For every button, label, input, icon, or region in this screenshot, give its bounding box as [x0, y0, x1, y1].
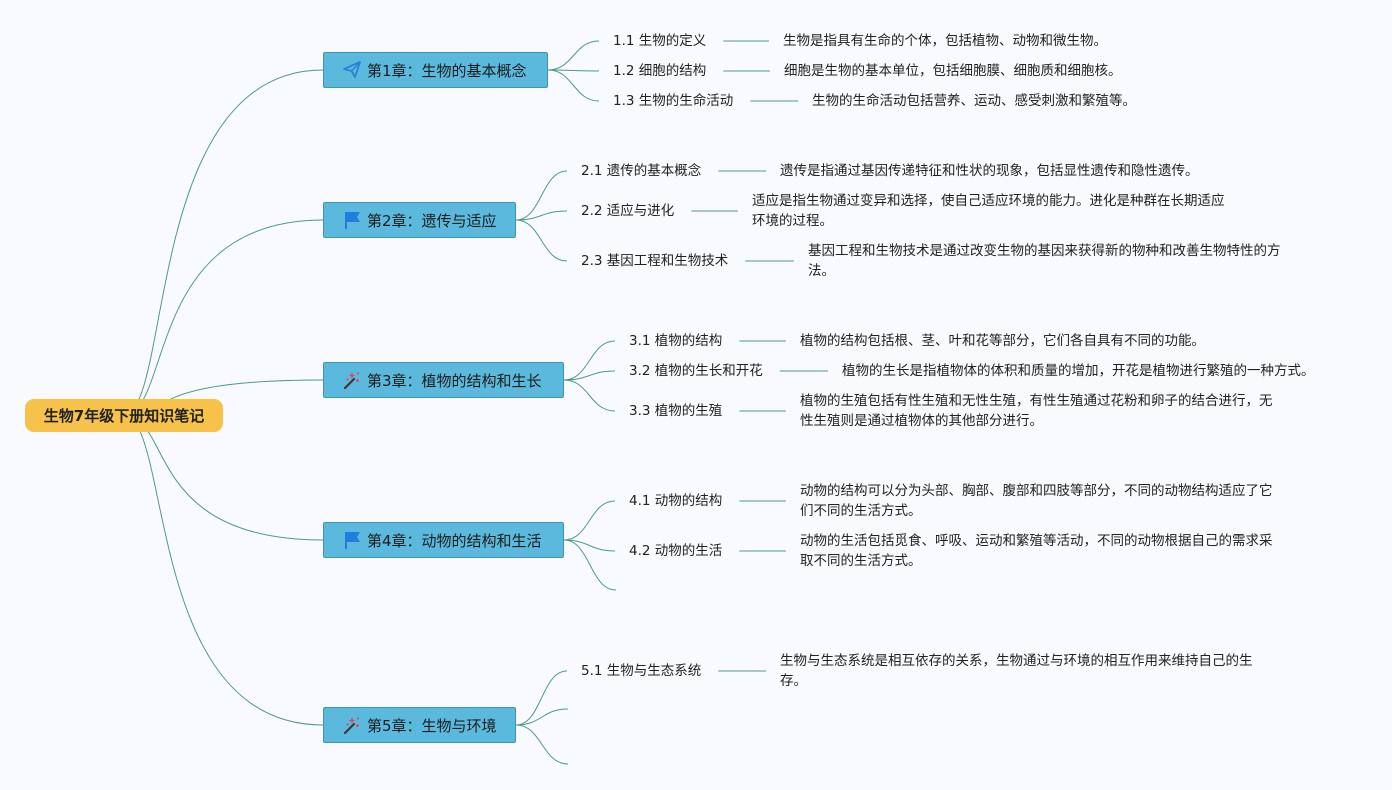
chapter-connector: [547, 69, 600, 102]
topic-description: 生物是指具有生命的个体，包括植物、动物和微生物。: [783, 31, 1107, 51]
description-line: 生物的生命活动包括营养、运动、感受刺激和繁殖等。: [812, 93, 1136, 109]
chapter-node-4[interactable]: 第4章：动物的结构和生活: [323, 522, 564, 558]
description-line: 细胞是生物的基本单位，包括细胞膜、细胞质和细胞核。: [784, 63, 1122, 79]
description-line: 植物的生殖包括有性生殖和无性生殖，有性生殖通过花粉和卵子的结合进行，无: [800, 393, 1273, 409]
magic-wand-icon: [342, 715, 362, 735]
blue-flag-icon: [342, 210, 362, 230]
chapter-node-1[interactable]: 第1章：生物的基本概念: [323, 52, 548, 88]
root-topic-label: 生物7年级下册知识笔记: [43, 407, 205, 425]
chapter-label: 第1章：生物的基本概念: [367, 61, 527, 80]
topic-description: 生物与生态系统是相互依存的关系，生物通过与环境的相互作用来维持自己的生存。: [780, 651, 1253, 691]
paper-plane-icon: [342, 60, 362, 80]
chapter-connector: [515, 170, 568, 221]
topic-node[interactable]: 3.2 植物的生长和开花: [629, 363, 763, 379]
chapter-connector: [563, 539, 616, 552]
topic-node[interactable]: 2.3 基因工程和生物技术: [581, 253, 729, 269]
chapter-connector: [547, 69, 600, 72]
chapter-connector: [563, 370, 616, 381]
topic-description: 适应是指生物通过变异和选择，使自己适应环境的能力。进化是种群在长期适应环境的过程…: [752, 191, 1225, 231]
description-line: 存。: [780, 673, 807, 689]
root-connector: [122, 414, 324, 726]
blue-flag-icon: [342, 530, 362, 550]
topic-node[interactable]: 5.1 生物与生态系统: [581, 663, 702, 679]
description-line: 们不同的生活方式。: [800, 503, 922, 519]
topic-node[interactable]: 1.1 生物的定义: [613, 33, 707, 49]
topic-description: 植物的生长是指植物体的体积和质量的增加，开花是植物进行繁殖的一种方式。: [842, 361, 1315, 381]
empty-branch-stub: [515, 708, 569, 726]
chapter-node-3[interactable]: 第3章：植物的结构和生长: [323, 362, 564, 398]
description-line: 基因工程和生物技术是通过改变生物的基因来获得新的物种和改善生物特性的方: [808, 243, 1281, 259]
chapter-connector: [563, 340, 616, 381]
chapter-label: 第4章：动物的结构和生活: [367, 531, 542, 550]
chapter-node-2[interactable]: 第2章：遗传与适应: [323, 202, 516, 238]
topic-description: 遗传是指通过基因传递特征和性状的现象，包括显性遗传和隐性遗传。: [780, 161, 1199, 181]
description-line: 生物与生态系统是相互依存的关系，生物通过与环境的相互作用来维持自己的生: [780, 653, 1253, 669]
description-line: 环境的过程。: [752, 213, 833, 229]
chapter-connector: [515, 670, 568, 726]
topic-description: 动物的结构可以分为头部、胸部、腹部和四肢等部分，不同的动物结构适应了它们不同的生…: [800, 481, 1273, 521]
root-connector: [122, 69, 324, 416]
topic-node[interactable]: 3.3 植物的生殖: [629, 403, 723, 419]
description-line: 生物是指具有生命的个体，包括植物、动物和微生物。: [783, 33, 1107, 49]
topic-node[interactable]: 2.2 适应与进化: [581, 203, 675, 219]
topic-description: 植物的生殖包括有性生殖和无性生殖，有性生殖通过花粉和卵子的结合进行，无性生殖则是…: [800, 391, 1273, 431]
description-line: 植物的结构包括根、茎、叶和花等部分，它们各自具有不同的功能。: [800, 333, 1205, 349]
topic-node[interactable]: 2.1 遗传的基本概念: [581, 163, 702, 179]
chapter-label: 第2章：遗传与适应: [367, 211, 497, 230]
chapter-connector: [515, 219, 568, 262]
magic-wand-icon: [342, 370, 362, 390]
topic-description: 细胞是生物的基本单位，包括细胞膜、细胞质和细胞核。: [784, 61, 1122, 81]
description-line: 遗传是指通过基因传递特征和性状的现象，包括显性遗传和隐性遗传。: [780, 163, 1199, 179]
description-line: 性生殖则是通过植物体的其他部分进行。: [800, 413, 1043, 429]
description-line: 动物的生活包括觅食、呼吸、运动和繁殖等活动，不同的动物根据自己的需求采: [800, 533, 1273, 549]
chapter-label: 第5章：生物与环境: [367, 716, 497, 735]
topic-node[interactable]: 3.1 植物的结构: [629, 333, 723, 349]
description-line: 取不同的生活方式。: [800, 553, 922, 569]
topic-node[interactable]: 4.1 动物的结构: [629, 493, 723, 509]
topic-description: 生物的生命活动包括营养、运动、感受刺激和繁殖等。: [812, 91, 1136, 111]
chapter-connector: [547, 40, 600, 71]
description-line: 植物的生长是指植物体的体积和质量的增加，开花是植物进行繁殖的一种方式。: [842, 363, 1315, 379]
empty-branch-stub: [563, 539, 617, 591]
description-line: 法。: [808, 263, 835, 279]
topic-description: 基因工程和生物技术是通过改变生物的基因来获得新的物种和改善生物特性的方法。: [808, 241, 1281, 281]
chapter-label: 第3章：植物的结构和生长: [367, 371, 542, 390]
chapter-connector: [563, 379, 616, 412]
topic-node[interactable]: 4.2 动物的生活: [629, 543, 723, 559]
topic-description: 动物的生活包括觅食、呼吸、运动和繁殖等活动，不同的动物根据自己的需求采取不同的生…: [800, 531, 1273, 571]
chapter-node-5[interactable]: 第5章：生物与环境: [323, 707, 516, 743]
topic-node[interactable]: 1.2 细胞的结构: [613, 63, 707, 79]
description-line: 动物的结构可以分为头部、胸部、腹部和四肢等部分，不同的动物结构适应了它: [800, 483, 1273, 499]
root-topic[interactable]: 生物7年级下册知识笔记: [25, 399, 223, 432]
chapter-connector: [515, 210, 568, 221]
topic-description: 植物的结构包括根、茎、叶和花等部分，它们各自具有不同的功能。: [800, 331, 1205, 351]
description-line: 适应是指生物通过变异和选择，使自己适应环境的能力。进化是种群在长期适应: [752, 193, 1225, 209]
topic-node[interactable]: 1.3 生物的生命活动: [613, 93, 734, 109]
chapter-connector: [563, 500, 616, 541]
empty-branch-stub: [515, 724, 569, 765]
